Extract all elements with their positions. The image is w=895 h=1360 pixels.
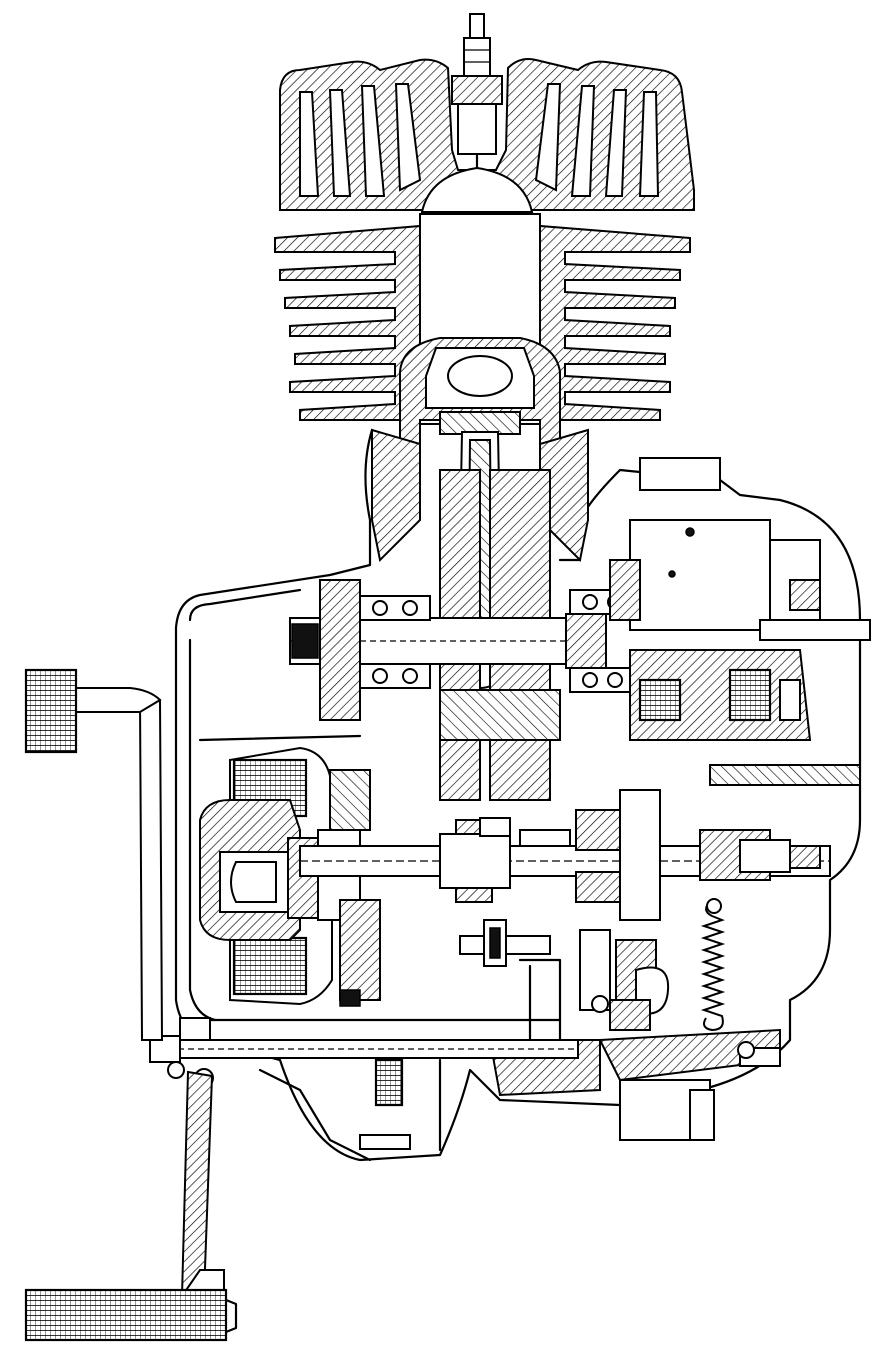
crankshaft [289,469,607,801]
spark-plug [451,13,503,172]
gearbox-mainshaft [299,789,831,921]
return-spring [700,898,755,1059]
piston [399,337,561,445]
gear-selector [459,919,670,1052]
footrest-rubbers [24,668,238,1342]
kickstart-lever [71,687,225,1311]
flywheel-magneto [609,519,871,741]
cylinder-head [279,58,695,213]
sump-detail [258,1068,715,1162]
clutch-assembly [199,746,381,1007]
kickstart-shaft [149,1017,579,1107]
